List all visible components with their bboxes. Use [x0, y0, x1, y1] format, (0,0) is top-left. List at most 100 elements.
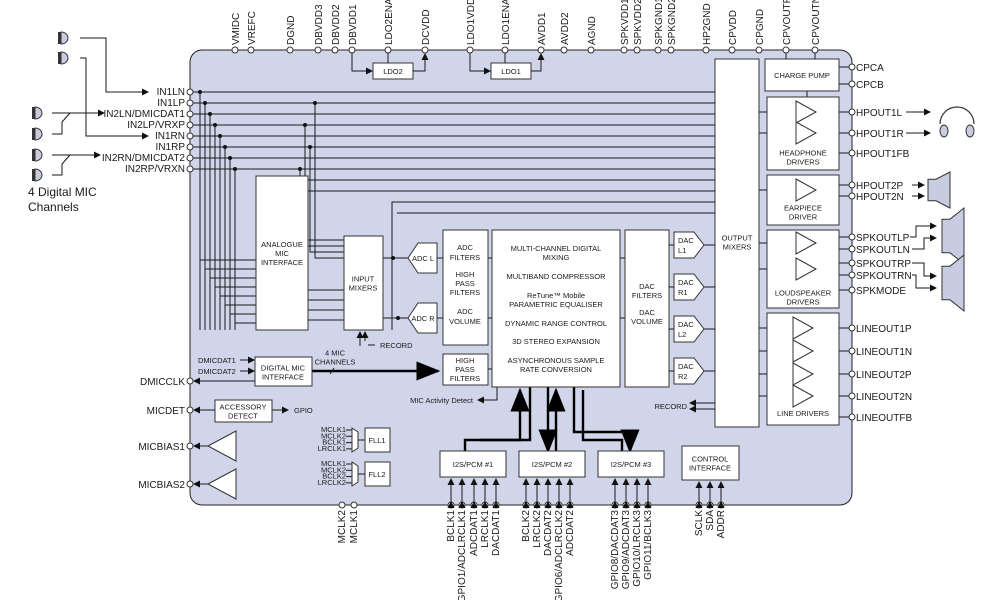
- pin-label: IN2RP/VRXN: [125, 164, 185, 175]
- mixer-in: [314, 230, 344, 259]
- pin-micbias2: [186, 480, 194, 488]
- pin-gpio6-adclrclk2: [555, 501, 563, 509]
- pin-spkgnd1: [654, 46, 662, 54]
- dsp-label: ASYNCHRONOUS SAMPLE: [508, 356, 605, 365]
- hp-amp: [795, 100, 818, 124]
- analogue-mic-label: INTERFACE: [261, 258, 303, 267]
- mic-icon-head: [34, 106, 43, 120]
- pin-label: LINEOUTFB: [856, 413, 912, 424]
- fll2-mux: [351, 461, 359, 487]
- pin-gpio10-lrclk3: [633, 501, 641, 509]
- pin-cpvdd: [728, 46, 736, 54]
- right-speaker-icon: [941, 253, 965, 313]
- pin-label: MCLK2: [337, 510, 348, 544]
- ldo2-label: LDO2: [383, 67, 403, 76]
- analogue-mic-label: ANALOGUE: [261, 240, 303, 249]
- pin-label: SPKOUTRN: [856, 271, 912, 282]
- pin-spkvdd2: [633, 46, 641, 54]
- dsp-label: PARAMETRIC EQUALISER: [509, 300, 603, 309]
- record-label-1: RECORD: [380, 341, 413, 350]
- ami-in: [234, 322, 256, 330]
- dac-block: [673, 357, 705, 385]
- pin-hpout2p: [848, 181, 856, 189]
- pin-label: IN2LN/DMICDAT1: [104, 109, 186, 120]
- dac-filters-label: FILTERS: [632, 291, 662, 300]
- pin-lrclk2: [533, 501, 541, 509]
- pin-label: DACDAT1: [491, 510, 502, 556]
- i2s-pcm-1-block: [439, 450, 507, 478]
- line-amp: [792, 362, 815, 386]
- pin-label: SPKOUTLN: [856, 245, 910, 256]
- left-pin-group: IN1LNIN1LPIN2LN/DMICDAT1IN2LP/VRXPIN1RNI…: [102, 87, 194, 491]
- digital-mic-note: 4 Digital MIC: [28, 185, 97, 199]
- dac-filters-block: [624, 229, 670, 388]
- pin-lineout2n: [848, 392, 856, 400]
- analogue-mic-interface: [255, 175, 309, 331]
- ldo1-out: [531, 53, 545, 72]
- i2s-pcm-2-block: [518, 450, 586, 478]
- ami-in: [209, 277, 256, 330]
- dsp-label: RATE CONVERSION: [520, 365, 592, 374]
- ear-amp: [795, 178, 818, 202]
- pin-label: CPCA: [856, 63, 884, 74]
- dsp-label: MULTI-CHANNEL DIGITAL: [511, 244, 602, 253]
- mic-activity: [477, 387, 498, 404]
- earpiece-speaker-icon: [927, 171, 951, 209]
- dac-block: [673, 315, 705, 343]
- pin-ldo2ena: [384, 46, 392, 54]
- pin-cpgnd: [755, 46, 763, 54]
- pin-micdet: [186, 406, 194, 414]
- pin-spkgnd2: [667, 46, 675, 54]
- mic-icon-head: [34, 168, 43, 182]
- pin-spkoutlp: [848, 233, 856, 241]
- fll1-input: BCLK1: [322, 438, 346, 447]
- dac-label: R2: [678, 372, 688, 381]
- pin-gpio1-adclrclk1: [458, 501, 466, 509]
- headphone-ear-left: [939, 124, 949, 138]
- pin-micbias1: [186, 442, 194, 450]
- pin-label: IN2LP/VRXP: [127, 120, 185, 131]
- pin-label: SDA: [705, 510, 716, 531]
- fll1-input: MCLK2: [321, 431, 346, 440]
- pin-label-spkgnd1: SPKGND1: [654, 0, 665, 45]
- pin-label: MCLK1: [349, 510, 360, 544]
- pin-dbvdd2: [331, 46, 339, 54]
- junction-dot: [396, 316, 400, 320]
- hpf-label: FILTERS: [450, 374, 480, 383]
- ldo2-block: [372, 62, 414, 80]
- dac-label: R1: [678, 288, 688, 297]
- ami-in: [219, 295, 256, 330]
- pin-agnd: [587, 46, 595, 54]
- gpio-label: GPIO: [294, 406, 313, 415]
- pin-label: GPIO8/DACDAT3: [610, 510, 621, 590]
- i2s-pcm-3-block: [597, 450, 665, 478]
- pin-hpout1fb: [848, 149, 856, 157]
- input-mixers-block: [343, 235, 384, 331]
- pin-label: BCLK2: [521, 510, 532, 542]
- pin-label-ldo2ena: LDO2ENA: [384, 0, 395, 45]
- headphone-drivers-label: DRIVERS: [786, 158, 819, 167]
- adc-filters-label: ADC: [457, 243, 473, 252]
- headphones-icon: [939, 106, 975, 125]
- fll2-block: [364, 461, 391, 487]
- pin-vrefc: [247, 46, 255, 54]
- pin-in2rn/dmicdat2: [186, 154, 194, 162]
- digital-mic-label: DIGITAL MIC: [261, 364, 306, 373]
- spk-r: [912, 274, 937, 292]
- dac-label: DAC: [678, 278, 694, 287]
- dmic-wire: [52, 112, 71, 135]
- mic-icon-body: [58, 52, 61, 64]
- ami-in: [199, 259, 256, 330]
- pin-label: GPIO11/BCLK3: [643, 510, 654, 580]
- output-mixers-label: MIXERS: [723, 243, 752, 252]
- i2s3-bus: [572, 387, 640, 454]
- pin-label-dbvdd3: DBVDD3: [314, 4, 325, 45]
- pin-lineout1n: [848, 347, 856, 355]
- pin-label: GPIO10/LRCLK3: [632, 510, 643, 587]
- pin-label: ADDR: [716, 510, 727, 538]
- ldo2-out: [413, 53, 429, 72]
- dac-block: [673, 273, 705, 301]
- pin-spkmode: [848, 286, 856, 294]
- fll2-input: MCLK2: [321, 465, 346, 474]
